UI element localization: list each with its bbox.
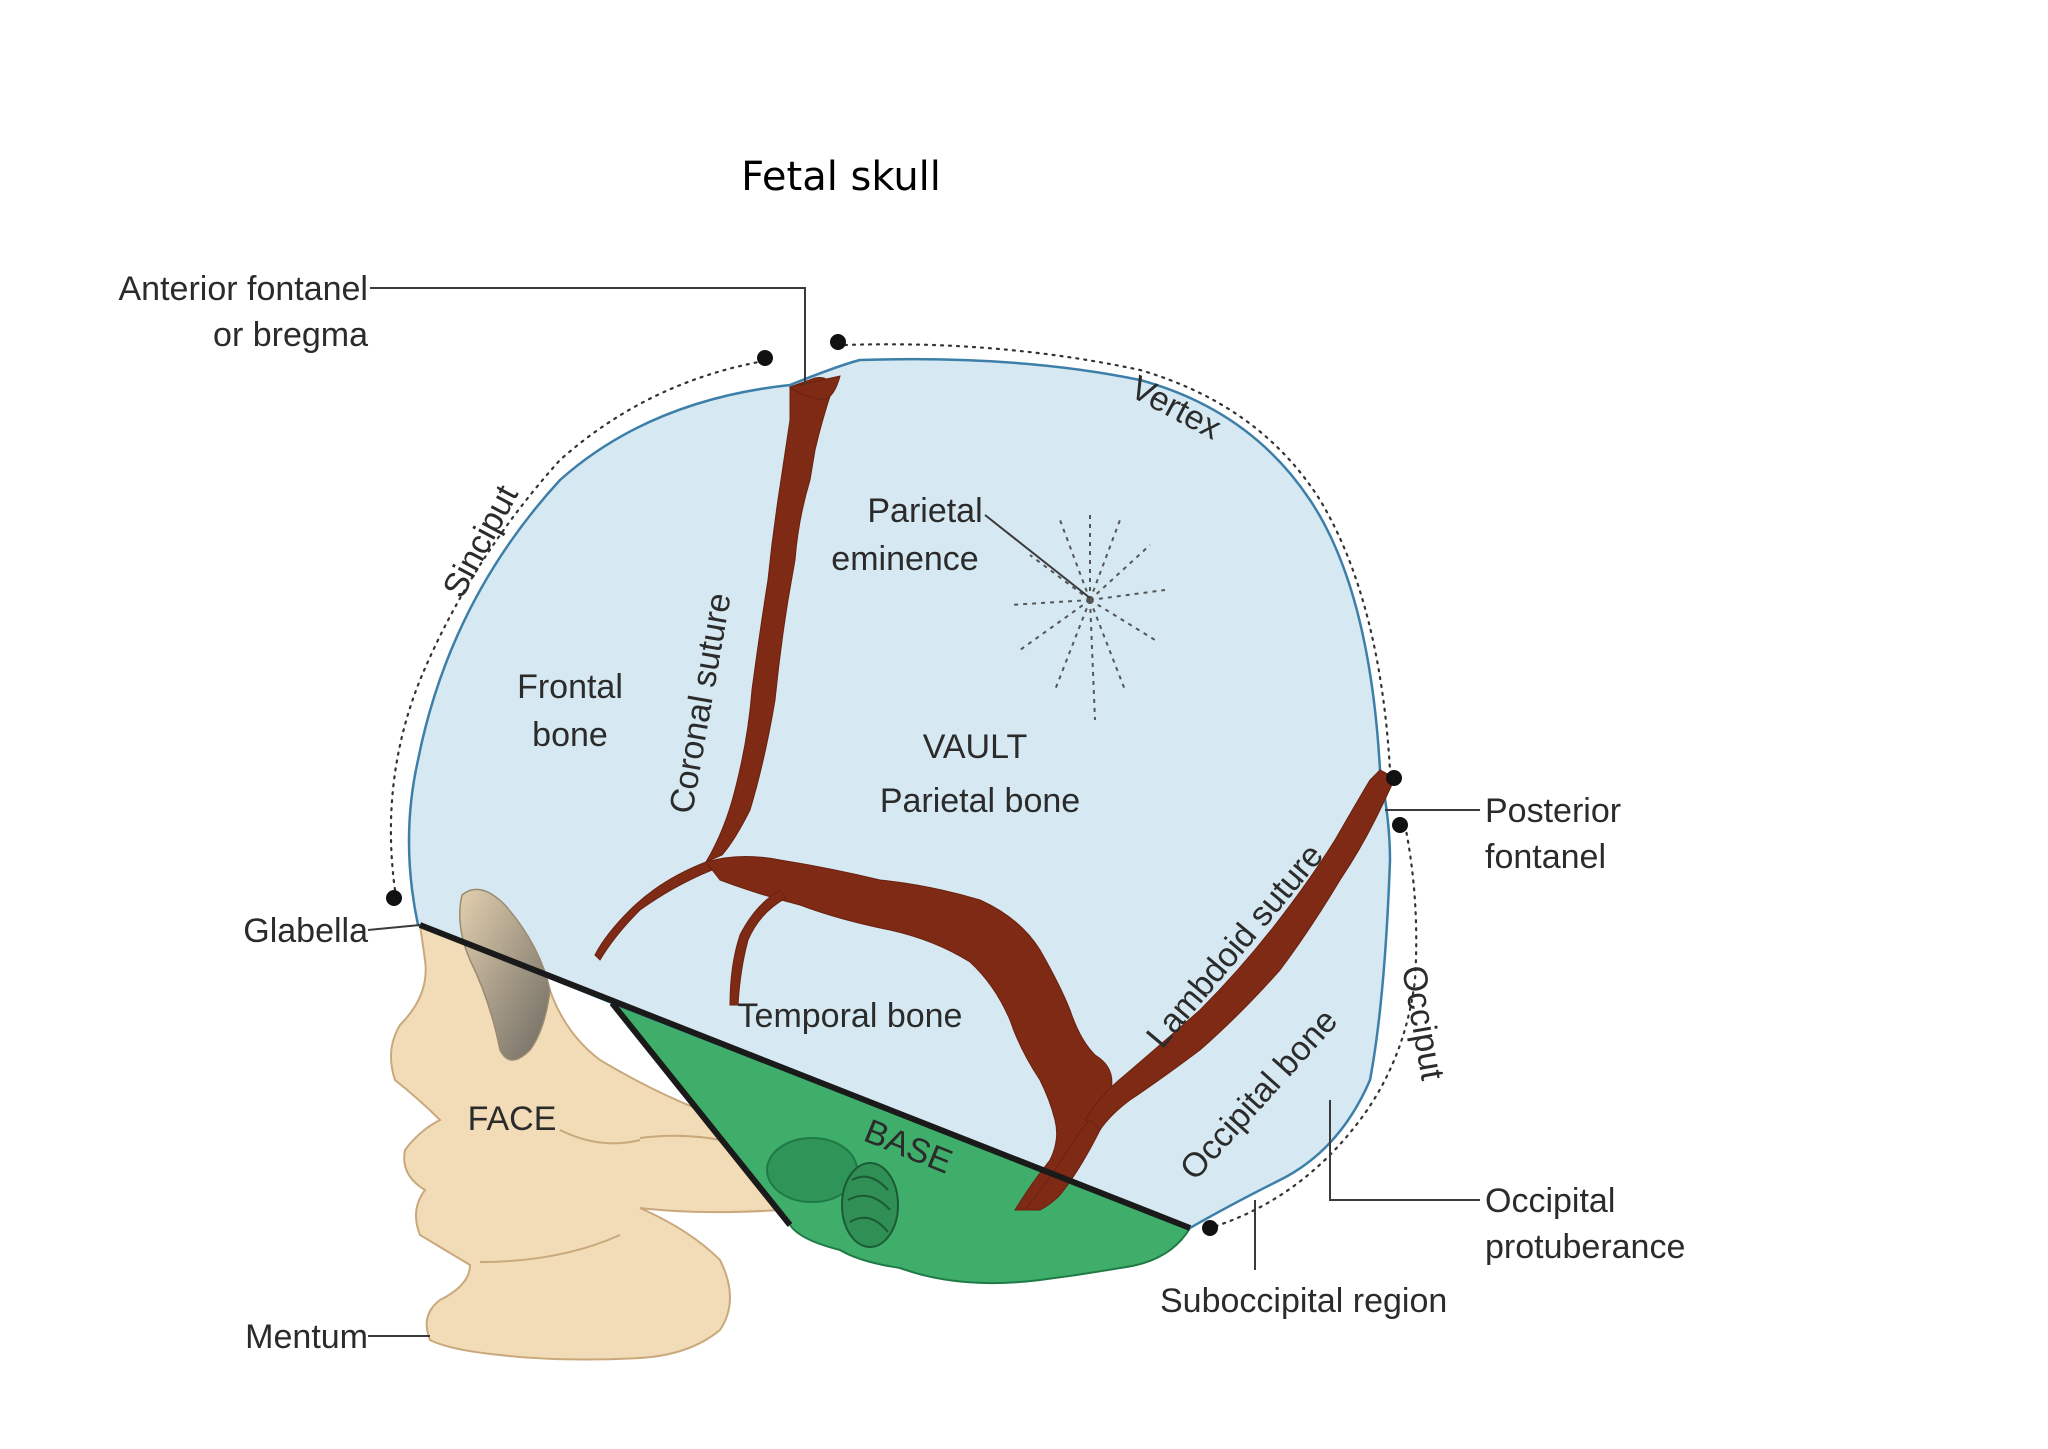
posterior-fontanel-label-line2: fontanel [1485,838,1606,876]
parietal-bone-label: Parietal bone [880,782,1080,820]
orbit-shape [459,888,551,1061]
parietal-eminence-label-line2: eminence [831,540,978,578]
occiput-label: Occiput [1394,963,1452,1084]
coronal-suture-shape [704,377,833,864]
face-vault-divider [418,922,1192,1231]
temporal-bone-label: Temporal bone [738,997,963,1035]
leader-lines [367,287,1480,1337]
landmark-dots [386,334,1408,1236]
vault-region [407,357,1392,1230]
face-base-divider [609,1001,793,1227]
face-label: FACE [468,1100,557,1138]
parietal-eminence-label: Parietal [867,492,982,530]
glabella-label: Glabella [243,912,368,950]
posterior-fontanel-label: Posterior [1485,792,1621,830]
anterior-fontanel-label: Anterior fontanel [119,270,369,308]
occipital-protuberance-label-line2: protuberance [1485,1228,1685,1266]
mentum-label: Mentum [245,1318,368,1356]
base-region [608,1000,1192,1285]
occipital-protuberance-label: Occipital [1485,1182,1615,1220]
suboccipital-region-label: Suboccipital region [1160,1282,1447,1320]
region-arcs [389,343,1418,1230]
page-title: Fetal skull [741,154,941,200]
anterior-fontanel-label-line2: or bregma [213,316,368,354]
frontal-bone-label: Frontal [517,668,623,706]
frontal-bone-label-line2: bone [532,716,608,754]
vault-label: VAULT [923,728,1028,766]
parietal-eminence-pattern [1009,515,1166,721]
lambdoid-suture-shape [1084,769,1396,1131]
